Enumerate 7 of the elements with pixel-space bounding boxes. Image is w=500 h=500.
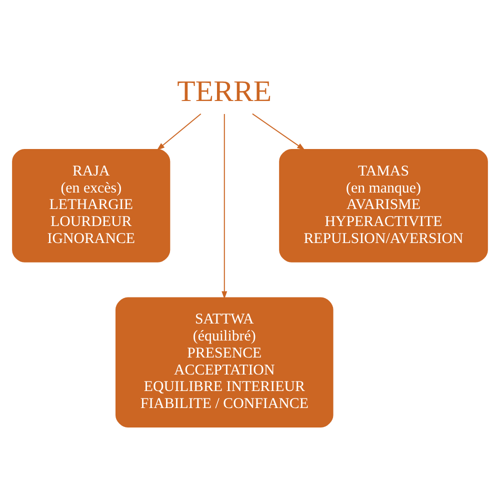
arrow [156, 113, 202, 150]
node-box: TAMAS (en manque) AVARISME HYPERACTIVITE REPULSION/AVERSION [279, 149, 488, 262]
node-box: RAJA (en excès) LETHARGIE LOURDEUR IGNORANCE [12, 149, 170, 262]
node-text: TERRE [177, 74, 272, 108]
arrow [252, 113, 306, 150]
arrow [222, 114, 228, 300]
node-box: SATTWA (équilibré) PRESENCE ACCEPTATION EQUILIBRE INTERIEUR FIABILITE / CONFIANCE [116, 297, 334, 428]
